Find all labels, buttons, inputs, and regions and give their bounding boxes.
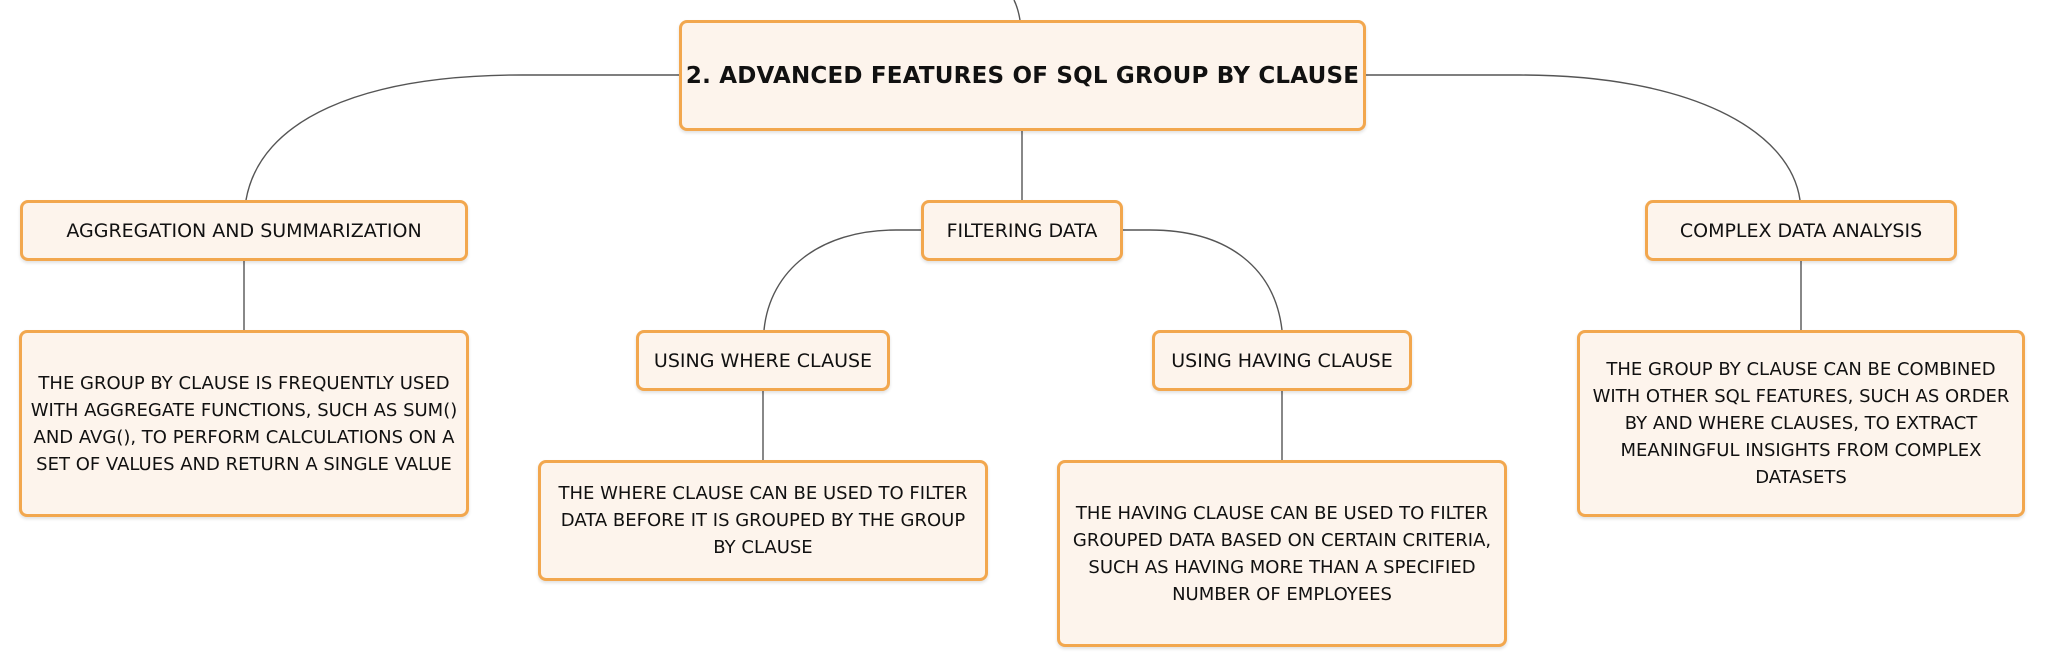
- topic-aggregation-and-summarization[interactable]: AGGREGATION AND SUMMARIZATION: [20, 200, 468, 261]
- detail-complex-text: THE GROUP BY CLAUSE CAN BE COMBINED WITH…: [1592, 359, 2010, 488]
- detail-having-text: THE HAVING CLAUSE CAN BE USED TO FILTER …: [1072, 502, 1492, 605]
- connector-filtering-to-where: [763, 229, 921, 331]
- detail-where-clause[interactable]: THE WHERE CLAUSE CAN BE USED TO FILTER D…: [538, 460, 988, 581]
- connector-parent-to-root: [1013, 0, 1021, 21]
- topic-aggregation-label: AGGREGATION AND SUMMARIZATION: [66, 219, 422, 242]
- connector-filtering-to-having: [1123, 229, 1283, 331]
- topic-filtering-data[interactable]: FILTERING DATA: [921, 200, 1123, 261]
- detail-where-text: THE WHERE CLAUSE CAN BE USED TO FILTER D…: [558, 483, 968, 558]
- topic-filtering-label: FILTERING DATA: [946, 219, 1098, 242]
- detail-having-clause[interactable]: THE HAVING CLAUSE CAN BE USED TO FILTER …: [1057, 460, 1507, 647]
- topic-using-having-clause[interactable]: USING HAVING CLAUSE: [1152, 330, 1412, 391]
- topic-complex-data-analysis[interactable]: COMPLEX DATA ANALYSIS: [1645, 200, 1957, 261]
- root-topic-label: 2. ADVANCED FEATURES OF SQL GROUP BY CLA…: [685, 62, 1360, 89]
- topic-using-where-clause[interactable]: USING WHERE CLAUSE: [636, 330, 890, 391]
- detail-aggregation-text: THE GROUP BY CLAUSE IS FREQUENTLY USED W…: [30, 372, 458, 475]
- connector-root-to-aggregation: [245, 74, 679, 201]
- root-topic[interactable]: 2. ADVANCED FEATURES OF SQL GROUP BY CLA…: [679, 20, 1366, 131]
- detail-aggregation[interactable]: THE GROUP BY CLAUSE IS FREQUENTLY USED W…: [19, 330, 469, 517]
- connector-root-to-complex: [1366, 74, 1801, 201]
- topic-where-label: USING WHERE CLAUSE: [653, 349, 873, 372]
- detail-complex-data-analysis[interactable]: THE GROUP BY CLAUSE CAN BE COMBINED WITH…: [1577, 330, 2025, 517]
- topic-complex-label: COMPLEX DATA ANALYSIS: [1679, 219, 1923, 242]
- topic-having-label: USING HAVING CLAUSE: [1171, 349, 1393, 372]
